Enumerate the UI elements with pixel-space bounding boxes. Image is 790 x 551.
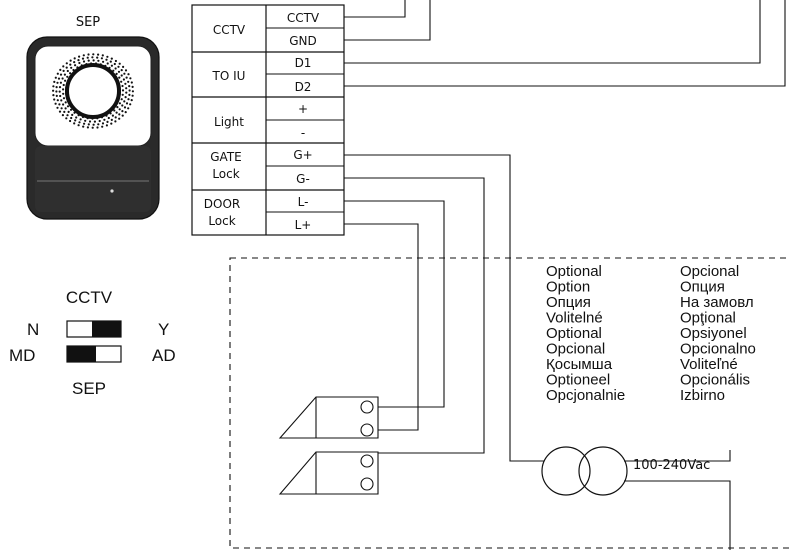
group-label-door: DOOR <box>204 197 240 211</box>
optional-text: Option <box>546 279 590 296</box>
optional-text: Optioneel <box>546 372 610 389</box>
switch-label-bottom: SEP <box>72 379 106 398</box>
pin-label: L- <box>298 195 309 209</box>
pin-label: - <box>301 126 305 140</box>
terminal-block: CCTV TO IU Light GATE Lock DOOR Lock CCT… <box>191 4 345 236</box>
optional-list-1: OptionalOptionОпцияVolitelnéOptionalOpci… <box>546 263 625 404</box>
outdoor-panel: SEP <box>26 15 160 220</box>
optional-text: Volitelné <box>546 310 603 327</box>
wires <box>344 0 786 550</box>
optional-text: Optional <box>546 263 602 280</box>
optional-text: Opţional <box>680 310 736 327</box>
pin-label: L+ <box>295 218 312 232</box>
optional-text: Izbirno <box>680 387 725 404</box>
switch-label-md: MD <box>9 346 35 365</box>
optional-text: Opcjonalnie <box>546 387 625 404</box>
device-label: SEP <box>76 15 100 30</box>
transformer-icon <box>541 446 628 496</box>
pin-label: G- <box>296 172 310 186</box>
speaker-grille-icon <box>52 53 134 129</box>
optional-text: Опция <box>546 294 591 311</box>
group-label-to-iu: TO IU <box>212 69 246 83</box>
switch-label-top: CCTV <box>66 288 113 307</box>
optional-text: Opcionális <box>680 372 750 389</box>
lock-icon <box>278 396 379 439</box>
optional-text: Optional <box>546 325 602 342</box>
group-label-gate-lock: Lock <box>212 167 239 181</box>
power-label: 100-240Vac <box>633 458 710 473</box>
optional-text: На замовл <box>680 294 754 311</box>
optional-text: Opcionalno <box>680 341 756 358</box>
group-label-gate: GATE <box>210 150 242 164</box>
optional-text: Опция <box>680 279 725 296</box>
switch-label-ad: AD <box>152 346 176 365</box>
pin-label: CCTV <box>287 11 320 25</box>
optional-text: Opsiyonel <box>680 325 747 342</box>
switch-label-y: Y <box>158 320 169 339</box>
optional-text: Opcional <box>546 341 605 358</box>
pin-label: G+ <box>293 148 312 162</box>
pin-label: D1 <box>295 56 312 70</box>
pin-label: D2 <box>295 80 312 94</box>
optional-text: Opcional <box>680 263 739 280</box>
group-label-cctv: CCTV <box>213 23 246 37</box>
switch-label-n: N <box>27 320 39 339</box>
group-label-light: Light <box>214 115 244 129</box>
lock-icon <box>278 451 379 495</box>
pin-label: GND <box>289 34 317 48</box>
group-label-door-lock: Lock <box>208 214 235 228</box>
dip-switch: CCTV SEP N MD Y AD <box>9 288 176 398</box>
pin-label: + <box>298 102 308 116</box>
optional-text: Voliteľné <box>680 356 738 373</box>
optional-text: Қосымша <box>546 356 613 373</box>
optional-region <box>229 257 790 549</box>
